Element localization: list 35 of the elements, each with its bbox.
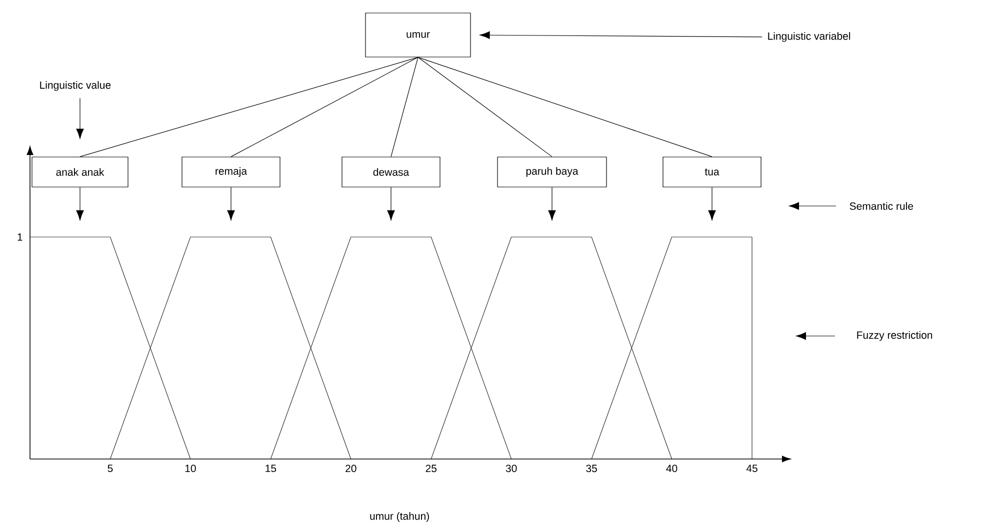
- tick-label: 20: [346, 464, 356, 472]
- label-box: dewasa: [342, 156, 440, 188]
- arrow: [480, 31, 762, 39]
- tick-label: 40: [666, 464, 678, 472]
- tick-label: 35: [586, 464, 597, 472]
- annotation: 1: [18, 233, 22, 241]
- tick-label: 30: [506, 464, 517, 472]
- label-box: paruh baya: [497, 156, 607, 188]
- tick-label: 45: [746, 464, 758, 472]
- label-box: anak anak: [32, 156, 128, 188]
- arrow: [387, 187, 395, 220]
- connector-line: [418, 57, 552, 157]
- tick-label: 15: [266, 464, 276, 472]
- arrow: [76, 187, 84, 220]
- annotation-text: Fuzzy restriction: [857, 331, 932, 341]
- connector-line: [418, 57, 712, 157]
- connector-line: [230, 57, 418, 157]
- arrow: [796, 332, 836, 340]
- annotation-text: Semantic rule: [850, 202, 914, 210]
- arrow: [76, 98, 84, 139]
- label-box: umur: [365, 12, 471, 58]
- tick-label: 10: [185, 464, 196, 472]
- x-axis-title: umur (tahun): [370, 512, 429, 522]
- annotation-text: Linguistic variabel: [768, 32, 850, 42]
- arrow: [227, 187, 235, 220]
- annotation-text: Linguistic value: [40, 81, 111, 91]
- label-box: remaja: [182, 156, 280, 188]
- arrow: [708, 187, 716, 220]
- tick-label: 5: [108, 464, 113, 472]
- tick-label: 25: [426, 464, 437, 472]
- arrow: [548, 187, 556, 220]
- connector-line: [390, 57, 418, 157]
- label-box: tua: [662, 156, 762, 188]
- arrow: [788, 202, 836, 210]
- connector-line: [80, 57, 418, 157]
